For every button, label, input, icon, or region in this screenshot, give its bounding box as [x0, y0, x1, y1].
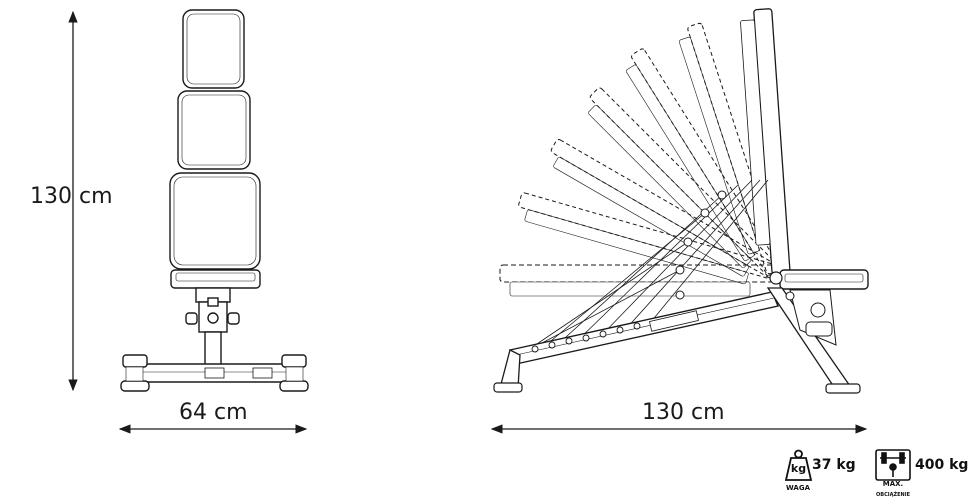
weight-value: 37 kg: [812, 457, 856, 473]
side-seat-pad: [779, 269, 869, 290]
main-rail: [509, 291, 779, 365]
weight-caption: WAGA: [786, 484, 810, 492]
max-load-caption-sub: OBCIĄŻENIE: [876, 492, 910, 498]
max-load-icon: [875, 449, 911, 481]
bench-side-view: [493, 8, 869, 394]
length-dimension-label: 130 cm: [642, 400, 725, 425]
weight-icon-text: kg: [790, 462, 807, 475]
height-dimension-label: 130 cm: [30, 184, 113, 209]
width-dimension-label: 64 cm: [179, 400, 248, 425]
max-load-value: 400 kg: [915, 457, 969, 473]
backrest-positions: [499, 8, 791, 297]
bench-front-view: [120, 9, 309, 392]
max-load-caption: MAX.: [882, 480, 904, 488]
weight-icon: [784, 449, 813, 481]
